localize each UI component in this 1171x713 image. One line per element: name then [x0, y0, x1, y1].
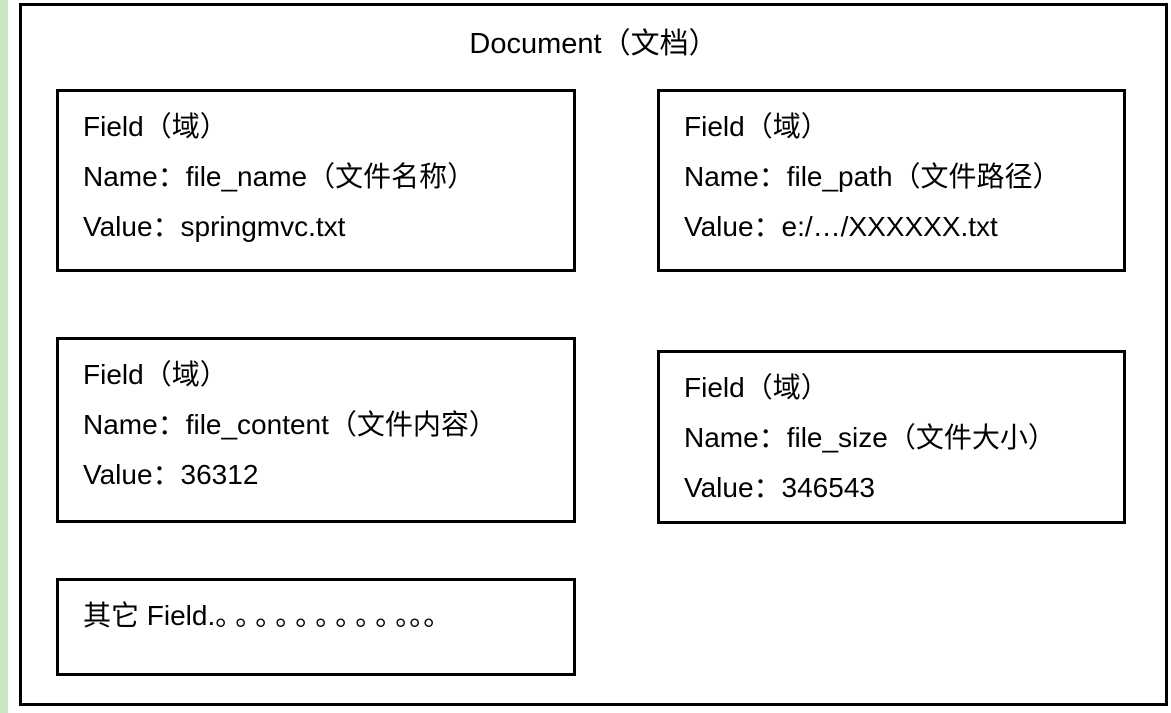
field-value-line: Value：e:/…/XXXXXX.txt	[684, 211, 998, 242]
other-fields-dots-tight: 。。。	[395, 600, 452, 631]
other-fields-label: 其它 Field.	[83, 600, 216, 631]
field-value-line: Value：346543	[684, 472, 875, 503]
field-box-file-path: Field（域） Name：file_path（文件路径） Value：e:/……	[657, 89, 1126, 272]
field-heading: Field（域）	[83, 111, 228, 142]
field-value-line: Value：36312	[83, 459, 259, 490]
field-box-file-name: Field（域） Name：file_name（文件名称） Value：spri…	[56, 89, 576, 272]
field-box-file-content: Field（域） Name：file_content（文件内容） Value：3…	[56, 337, 576, 523]
field-name-line: Name：file_size（文件大小）	[684, 422, 1056, 453]
field-value-line: Value：springmvc.txt	[83, 211, 346, 242]
field-name-line: Name：file_path（文件路径）	[684, 161, 1061, 192]
field-heading: Field（域）	[83, 359, 228, 390]
other-fields-dots-wide: 。。。。。。。。。	[215, 600, 396, 631]
field-box-other-fields: 其它 Field.。。。。。。。。。。。。	[56, 578, 576, 676]
field-heading: Field（域）	[684, 111, 829, 142]
document-container: Document（文档） Field（域） Name：file_name（文件名…	[19, 3, 1168, 706]
document-title: Document（文档）	[469, 28, 718, 60]
field-heading: Field（域）	[684, 372, 829, 403]
left-edge-accent-strip	[0, 0, 8, 713]
other-fields-line: 其它 Field.。。。。。。。。。。。。	[83, 601, 451, 631]
field-box-file-size: Field（域） Name：file_size（文件大小） Value：3465…	[657, 350, 1126, 524]
field-name-line: Name：file_name（文件名称）	[83, 161, 476, 192]
field-name-line: Name：file_content（文件内容）	[83, 409, 497, 440]
